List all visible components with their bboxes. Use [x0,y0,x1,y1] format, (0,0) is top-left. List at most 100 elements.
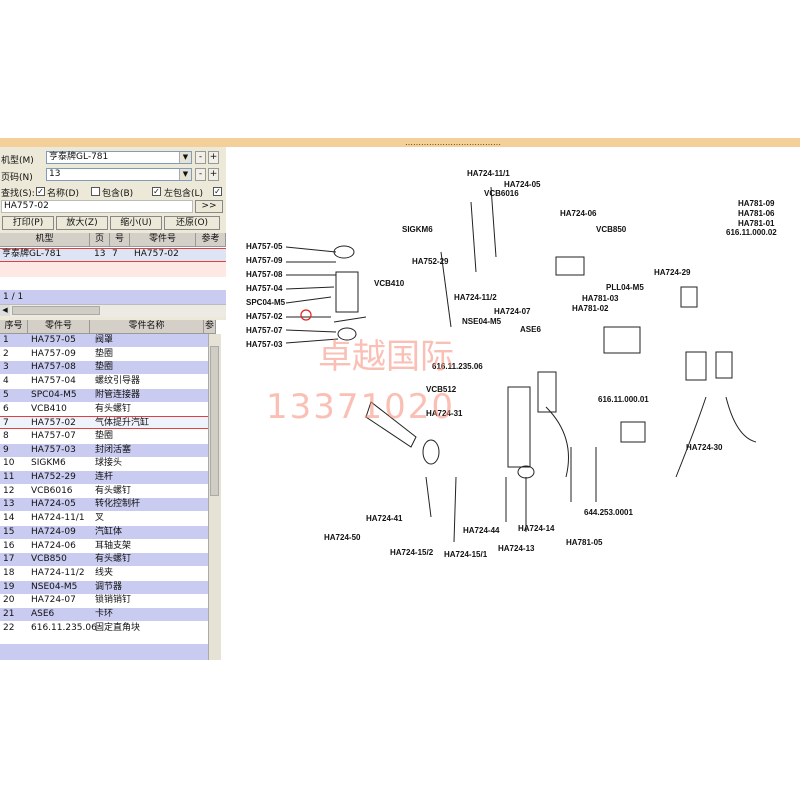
print-button[interactable]: 打印(P) [2,216,54,230]
model-select[interactable]: 亨泰牌GL-781 ▼ [46,151,192,164]
diagram-label[interactable]: HA752-29 [412,257,449,266]
parts-diagram[interactable]: HA724-11/1 VCB6016 HA724-05 HA724-06 VCB… [226,147,800,660]
result-cell-model: 亨泰牌GL-781 [2,249,62,259]
diagram-label[interactable]: HA757-08 [246,270,283,279]
diagram-label[interactable]: HA781-06 [738,209,775,218]
diagram-label[interactable]: SPC04-M5 [246,298,286,307]
vertical-scroll-thumb[interactable] [210,346,219,496]
diagram-label[interactable]: VCB410 [374,279,405,288]
diagram-label[interactable]: HA724-29 [654,268,691,277]
model-prev-button[interactable]: - [195,151,206,164]
result-header-model[interactable]: 机型 [0,233,90,247]
diagram-label[interactable]: 616.11.000.02 [726,228,777,237]
left-contains-checkbox[interactable]: ✓ [152,187,161,196]
zoom-in-button[interactable]: 放大(Z) [56,216,108,230]
horizontal-scrollbar[interactable]: ◀ [0,304,226,317]
diagram-label[interactable]: HA724-41 [366,514,403,523]
parts-header-no[interactable]: 序号 [0,320,28,334]
result-header-num[interactable]: 号 [110,233,130,247]
diagram-label[interactable]: HA724-07 [494,307,531,316]
parts-header-part[interactable]: 零件号 [28,320,90,334]
diagram-label[interactable]: HA757-05 [246,242,283,251]
diagram-label[interactable]: HA757-02 [246,312,283,321]
vertical-scrollbar[interactable] [208,334,221,660]
result-header-ref[interactable]: 参考 [196,233,226,247]
diagram-label[interactable]: 616.11.000.01 [598,395,649,404]
search-input[interactable]: HA757-02 [1,200,193,213]
diagram-label[interactable]: HA724-05 [504,180,541,189]
page-select[interactable]: 13 ▼ [46,168,192,181]
diagram-label[interactable]: HA757-03 [246,340,283,349]
diagram-label[interactable]: ASE6 [520,325,541,334]
diagram-label[interactable]: 644.253.0001 [584,508,633,517]
diagram-label[interactable]: NSE04-M5 [462,317,502,326]
result-row[interactable]: 亨泰牌GL-781 13 7 HA757-02 [0,248,226,262]
scroll-thumb[interactable] [12,306,100,315]
chevron-down-icon[interactable]: ▼ [179,152,191,163]
diagram-label[interactable]: HA757-07 [246,326,283,335]
diagram-label[interactable]: HA724-14 [518,524,555,533]
diagram-label[interactable]: HA724-11/2 [454,293,497,302]
diagram-label[interactable]: HA724-06 [560,209,597,218]
diagram-label[interactable]: VCB512 [426,385,457,394]
diagram-label[interactable]: HA724-44 [463,526,500,535]
diagram-label[interactable]: HA724-50 [324,533,361,542]
diagram-label[interactable]: HA781-01 [738,219,775,228]
chevron-down-icon[interactable]: ▼ [179,169,191,180]
diagram-label[interactable]: HA757-09 [246,256,283,265]
contains-checkbox[interactable] [91,187,100,196]
diagram-label[interactable]: SIGKM6 [402,225,433,234]
diagram-label[interactable]: HA724-15/2 [390,548,434,557]
diagram-label[interactable]: PLL04-M5 [606,283,644,292]
diagram-label[interactable]: HA724-31 [426,409,463,418]
search-go-button[interactable]: >> [195,200,223,213]
diagram-label[interactable]: HA781-02 [572,304,609,313]
model-next-button[interactable]: + [208,151,219,164]
page-next-button[interactable]: + [208,168,219,181]
diagram-label[interactable]: HA781-05 [566,538,603,547]
diagram-label[interactable]: HA724-13 [498,544,535,553]
result-header-page[interactable]: 页 [90,233,110,247]
result-header-part[interactable]: 零件号 [130,233,196,247]
diagram-label[interactable]: 616.11.235.06 [432,362,483,371]
zoom-out-button[interactable]: 缩小(U) [110,216,162,230]
extra-checkbox[interactable]: ✓ [213,187,222,196]
page-prev-button[interactable]: - [195,168,206,181]
scroll-left-icon[interactable]: ◀ [0,305,10,316]
name-checkbox[interactable]: ✓ [36,187,45,196]
diagram-label[interactable]: HA757-04 [246,284,283,293]
diagram-label[interactable]: HA724-11/1 [467,169,510,178]
parts-header-ref[interactable]: 参 [204,320,216,334]
parts-header-name[interactable]: 零件名称 [90,320,204,334]
parts-cell-part: HA724-09 [31,526,76,537]
diagram-label[interactable]: HA781-03 [582,294,619,303]
diagram-label[interactable]: VCB6016 [484,189,519,198]
diagram-label[interactable]: HA781-09 [738,199,775,208]
diagram-label[interactable]: HA724-15/1 [444,550,488,559]
diagram-label[interactable]: VCB850 [596,225,627,234]
diagram-label[interactable]: HA724-30 [686,443,723,452]
restore-button[interactable]: 还原(O) [164,216,220,230]
